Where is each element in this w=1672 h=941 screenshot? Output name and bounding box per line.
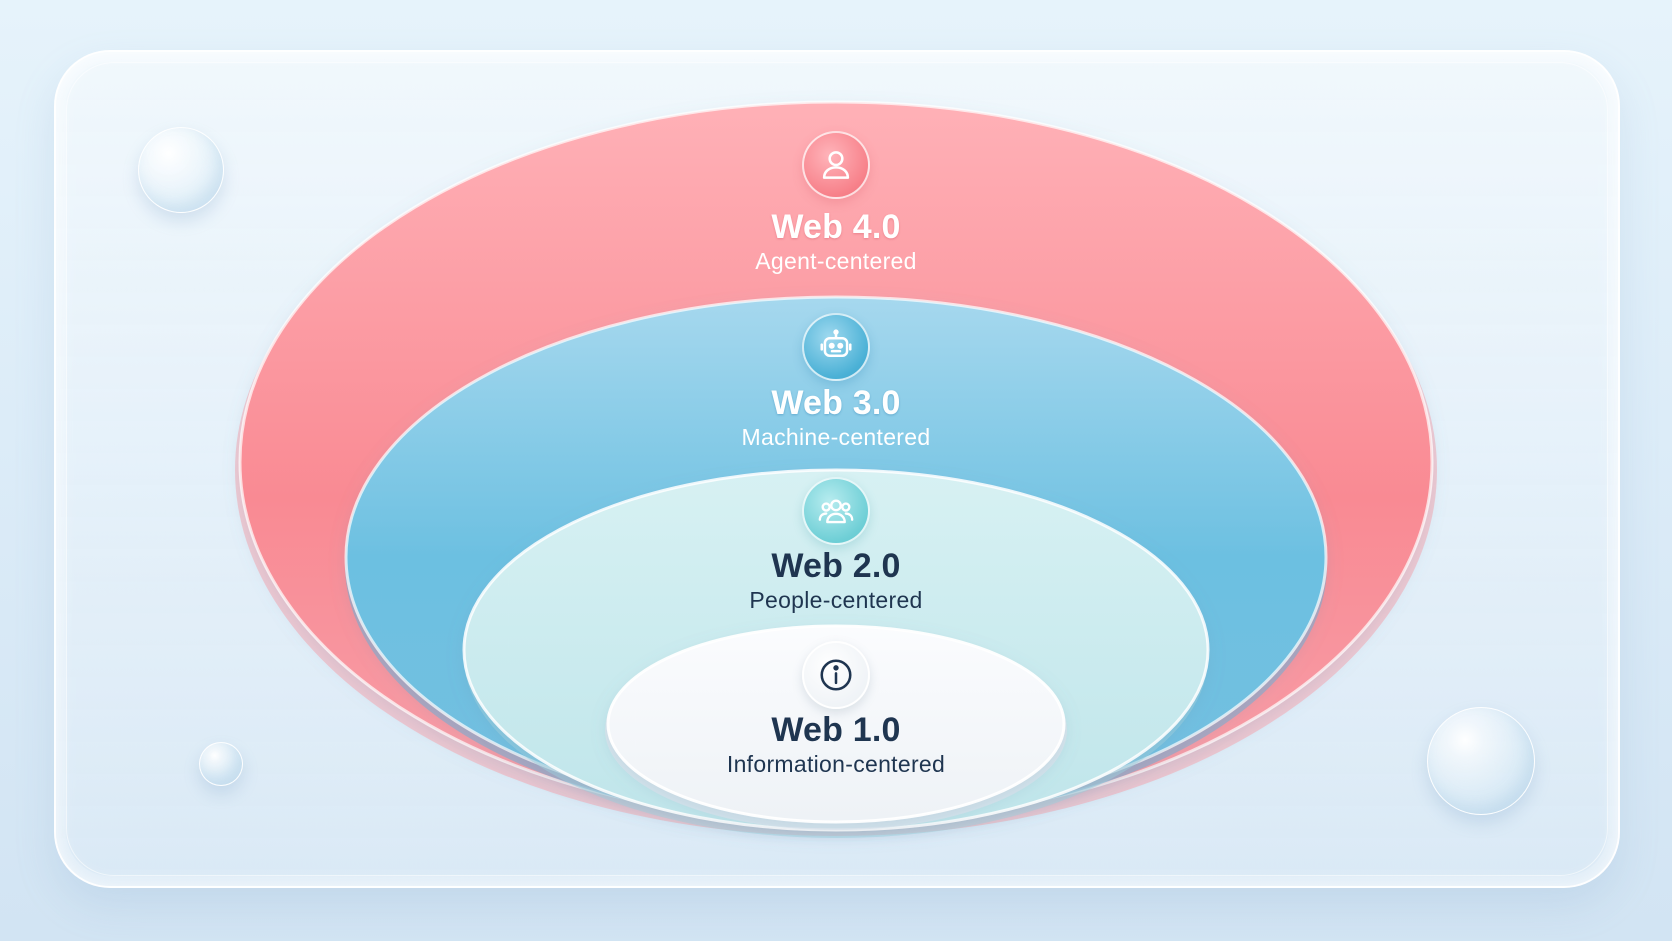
level-title-web4: Web 4.0 [771, 208, 901, 246]
level-subtitle-web1: Information-centered [726, 751, 946, 777]
level-subtitle-web3: Machine-centered [741, 424, 931, 450]
level-title-web3: Web 3.0 [771, 384, 901, 422]
glass-panel-inner-border [66, 62, 1608, 876]
people-group-icon [802, 477, 870, 545]
info-icon [802, 641, 870, 709]
bubble-decoration-bottom-left [199, 742, 243, 786]
level-title-web2: Web 2.0 [771, 547, 901, 585]
bubble-decoration-bottom-right [1427, 707, 1535, 815]
person-icon [802, 131, 870, 199]
level-title-web1: Web 1.0 [771, 711, 901, 749]
bubble-decoration-top-left [138, 127, 224, 213]
level-subtitle-web2: People-centered [749, 587, 923, 613]
ellipse-web1-main [606, 624, 1066, 824]
robot-icon [802, 313, 870, 381]
level-subtitle-web4: Agent-centered [755, 248, 917, 274]
